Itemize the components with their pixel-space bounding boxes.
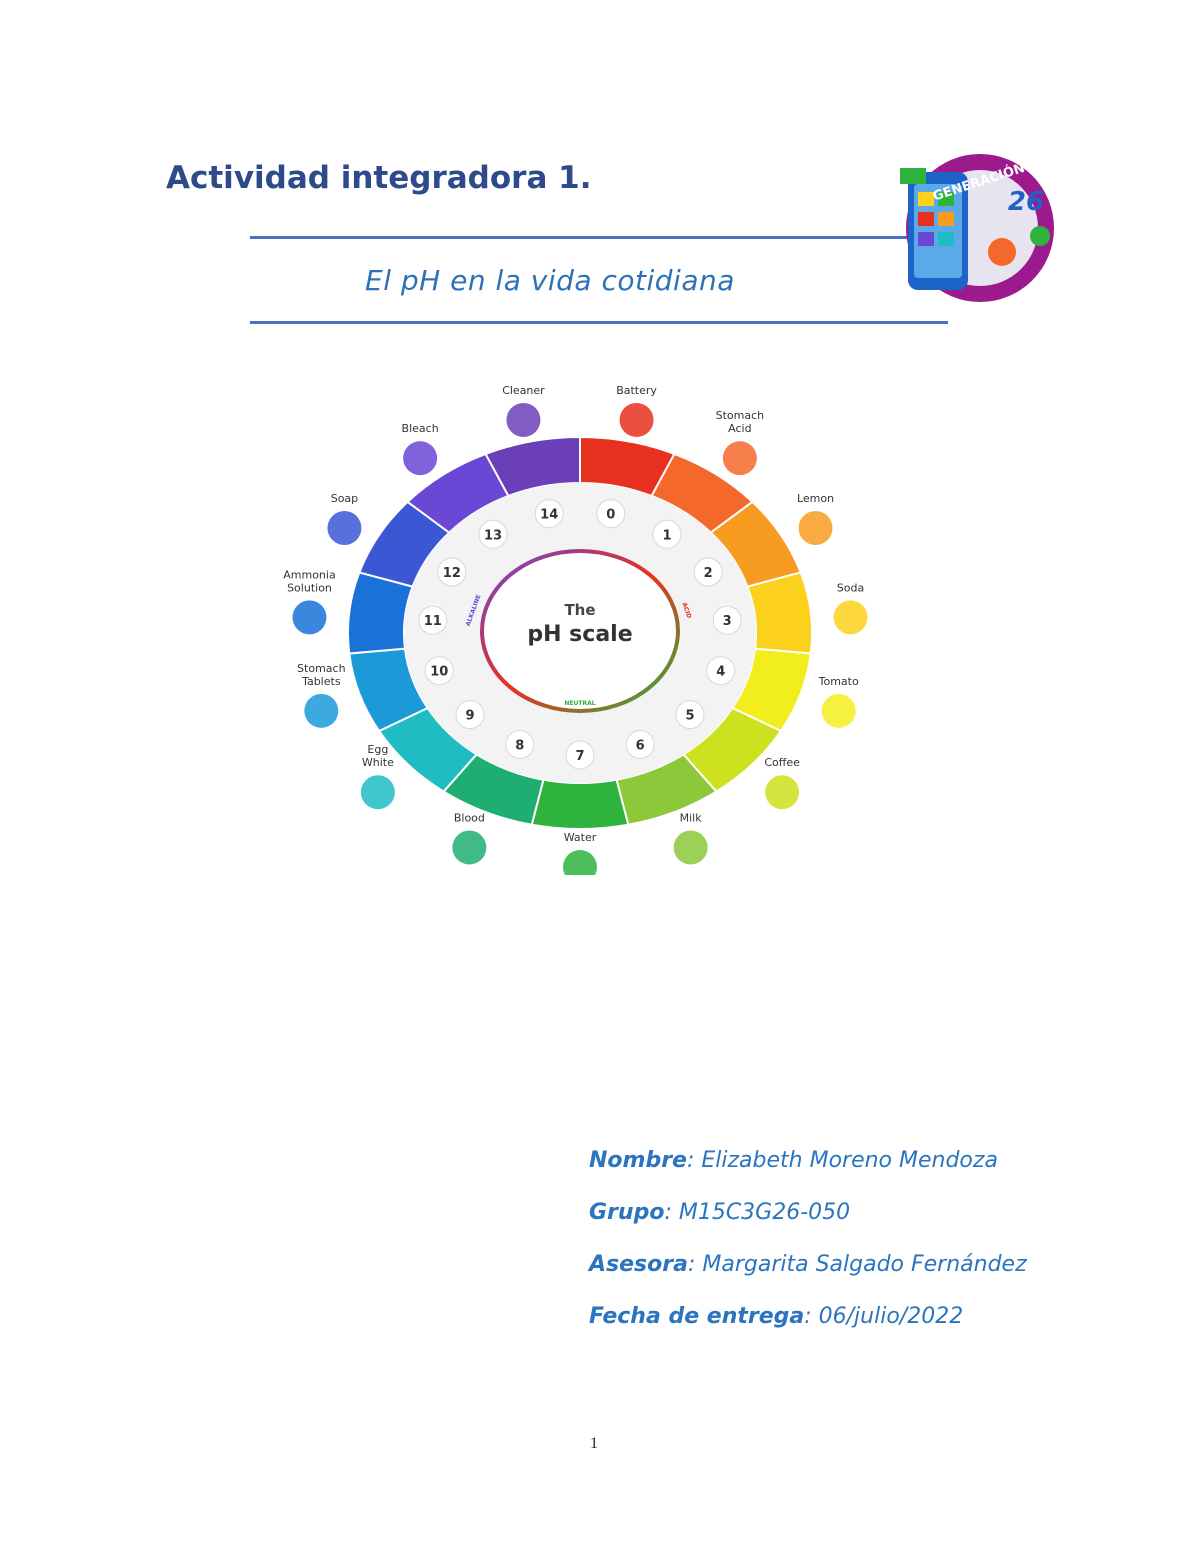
ph-center-ring	[480, 549, 680, 713]
ph-number-8: 8	[515, 738, 524, 753]
document-title: Actividad integradora 1.	[166, 160, 592, 196]
student-info: Nombre: Elizabeth Moreno Mendoza Grupo: …	[589, 1148, 1027, 1356]
ph-number-6: 6	[636, 738, 645, 753]
grupo-label: Grupo	[589, 1200, 665, 1225]
ph-item-label: Stomach	[297, 662, 346, 675]
ph-badge-13	[478, 519, 508, 549]
coffee-cup-icon	[765, 775, 800, 810]
ph-segment-7	[530, 778, 630, 830]
nombre-line: Nombre: Elizabeth Moreno Mendoza	[589, 1148, 1027, 1200]
page-number: 1	[590, 1435, 598, 1452]
top-divider	[250, 236, 950, 239]
ph-segment-3	[746, 571, 813, 655]
ph-example-items: BatteryStomachAcidLemonSodaTomatoCoffeeM…	[283, 385, 868, 875]
ph-badge-11	[418, 605, 448, 635]
ph-number-2: 2	[704, 566, 713, 581]
soda-can-icon	[833, 600, 868, 635]
ph-number-12: 12	[443, 566, 461, 581]
ph-item-label: Battery	[616, 385, 657, 397]
grupo-line: Grupo: M15C3G26-050	[589, 1200, 1027, 1252]
fecha-value: : 06/julio/2022	[804, 1304, 964, 1329]
ph-color-ring	[347, 435, 813, 830]
lemon-icon	[798, 511, 833, 545]
ph-item-label: Blood	[454, 811, 485, 824]
ph-badge-1	[652, 519, 682, 549]
person-icon	[988, 238, 1016, 266]
ph-badge-8	[505, 729, 535, 759]
nombre-label: Nombre	[589, 1148, 687, 1173]
asesora-value: : Margarita Salgado Fernández	[687, 1252, 1027, 1277]
ph-number-10: 10	[430, 665, 448, 680]
ph-badge-12	[437, 557, 467, 587]
egg-icon	[360, 775, 395, 810]
ph-badge-3	[712, 605, 742, 635]
ph-number-5: 5	[685, 709, 694, 724]
ph-item-label: Soap	[331, 492, 358, 505]
ph-item-label: Egg	[367, 743, 388, 756]
ph-number-3: 3	[723, 614, 732, 629]
ph-badge-5	[675, 700, 705, 730]
blood-vial-icon	[452, 830, 487, 865]
globe-icon	[1030, 226, 1050, 246]
asesora-line: Asesora: Margarita Salgado Fernández	[589, 1252, 1027, 1304]
ph-item-label: Coffee	[764, 756, 800, 769]
ph-item-label: Cleaner	[502, 385, 545, 397]
ph-badge-2	[693, 557, 723, 587]
battery-icon	[619, 402, 654, 437]
ph-item-label: White	[362, 756, 394, 769]
ph-number-0: 0	[606, 508, 615, 523]
ph-badge-0	[596, 499, 626, 529]
water-bottle-icon	[563, 850, 597, 875]
soap-icon	[327, 511, 362, 545]
milk-bottle-icon	[673, 830, 708, 865]
bottom-divider	[250, 321, 948, 324]
asesora-label: Asesora	[589, 1252, 688, 1277]
grupo-value: : M15C3G26-050	[664, 1200, 851, 1225]
logo-number: 26	[1008, 187, 1044, 217]
ph-center-title: pH scale	[527, 622, 632, 647]
ph-badge-7	[565, 740, 595, 770]
ph-item-label: Water	[564, 831, 597, 844]
ph-center-top: The	[564, 601, 595, 619]
ph-number-9: 9	[465, 709, 474, 724]
ph-number-7: 7	[575, 749, 584, 764]
ph-item-label: Stomach	[716, 409, 765, 422]
ph-item-label: Tablets	[301, 675, 341, 688]
flask-icon	[292, 600, 327, 635]
fecha-line: Fecha de entrega: 06/julio/2022	[589, 1304, 1027, 1356]
ph-item-label: Acid	[728, 422, 751, 435]
ph-item-label: Tomato	[818, 675, 859, 688]
ph-item-label: Bleach	[402, 422, 439, 435]
ph-item-label: Soda	[837, 581, 864, 594]
ph-number-1: 1	[662, 528, 671, 543]
nombre-value: : Elizabeth Moreno Mendoza	[686, 1148, 998, 1173]
stomach-icon	[722, 441, 757, 476]
ph-item-label: Lemon	[797, 492, 834, 505]
ph-badge-6	[625, 729, 655, 759]
ph-badge-14	[534, 499, 564, 529]
bleach-jug-icon	[403, 441, 438, 476]
drain-sink-icon	[506, 402, 541, 437]
ph-item-label: Ammonia	[283, 568, 335, 581]
ph-number-14: 14	[540, 508, 558, 523]
tomato-icon	[821, 693, 856, 728]
ph-number-13: 13	[484, 528, 502, 543]
ph-item-label: Solution	[287, 581, 332, 594]
neutral-label: NEUTRAL	[564, 700, 595, 707]
ph-badge-10	[424, 656, 454, 686]
document-subtitle: El pH en la vida cotidiana	[365, 264, 735, 297]
fecha-label: Fecha de entrega	[589, 1304, 805, 1329]
stomach-icon	[304, 693, 339, 728]
generacion-26-logo: GENERACIÓN 26	[900, 154, 1054, 302]
ph-badge-4	[706, 656, 736, 686]
ph-badge-9	[455, 700, 485, 730]
ph-number-11: 11	[424, 614, 442, 629]
ph-number-4: 4	[716, 665, 725, 680]
ph-item-label: Milk	[680, 811, 703, 824]
envelope-icon	[900, 168, 926, 184]
